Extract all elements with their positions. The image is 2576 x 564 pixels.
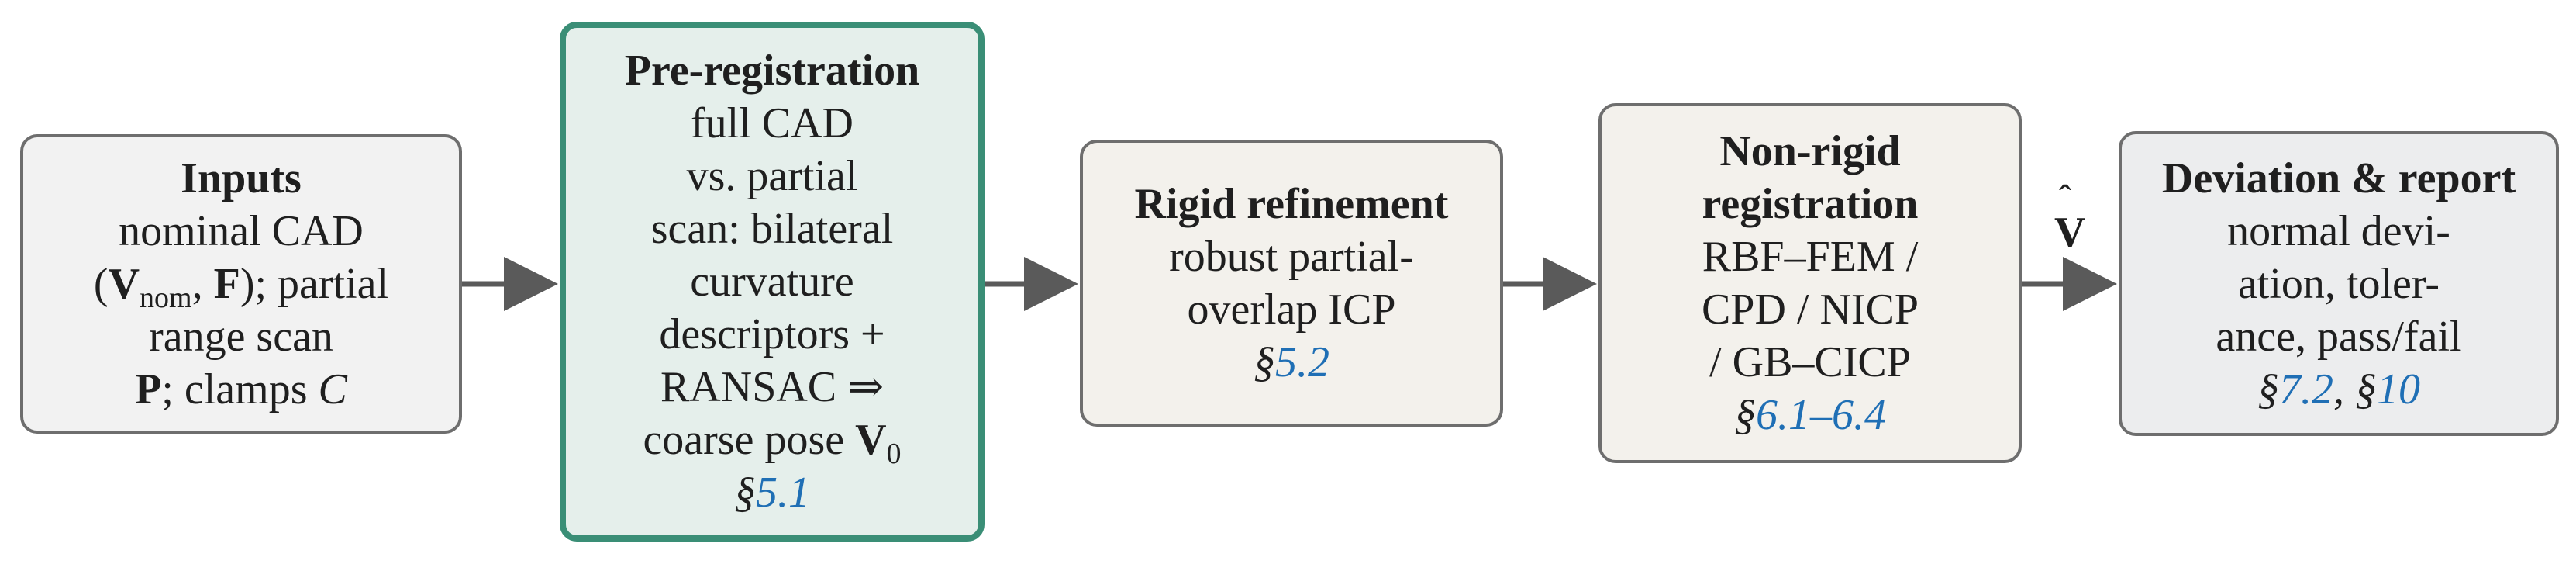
prereg-line: scan: bilateral xyxy=(650,205,894,253)
hat-accent: ˆ xyxy=(2059,178,2071,219)
deviation-title: Deviation & report xyxy=(2161,154,2516,202)
prereg-line: vs. partial xyxy=(686,152,858,200)
section-sign: § xyxy=(1734,391,1756,439)
section-sign: § xyxy=(2257,365,2279,413)
p-symbol: P xyxy=(135,365,162,413)
v-hat-symbol: V xyxy=(2054,209,2086,257)
inputs-box: Inputs nominal CAD (Vnom, F); partial ra… xyxy=(20,134,462,434)
clamp-set-symbol: C xyxy=(318,365,347,413)
nonrigid-line: / GB–CICP xyxy=(1709,338,1911,386)
section-sign: § xyxy=(734,469,756,517)
preregistration-title: Pre-registration xyxy=(624,47,920,95)
section-link[interactable]: 10 xyxy=(2377,365,2420,413)
nom-subscript: nom xyxy=(140,282,192,315)
inputs-line-1: nominal CAD xyxy=(119,207,364,255)
prereg-last-line: coarse pose V0 xyxy=(643,413,901,469)
section-link[interactable]: 6.4 xyxy=(1832,391,1886,439)
nonrigid-section-ref[interactable]: §6.1–6.4 xyxy=(1734,389,1886,441)
prereg-line: RANSAC ⇒ xyxy=(660,363,885,411)
ref-separator: , § xyxy=(2333,365,2377,413)
inputs-line-2-end: ); partial xyxy=(240,260,389,308)
prereg-line: curvature xyxy=(690,258,854,306)
deviation-line: ation, toler- xyxy=(2237,259,2440,308)
deviation-line: ance, pass/fail xyxy=(2216,312,2462,361)
clamps-text: ; clamps xyxy=(161,365,319,413)
rigid-line: robust partial- xyxy=(1169,233,1414,281)
inputs-line-2: (Vnom, F); partial xyxy=(93,260,389,315)
rigid-title: Rigid refinement xyxy=(1134,180,1449,228)
inputs-title: Inputs xyxy=(181,154,302,202)
inputs-line-3: range scan xyxy=(149,313,333,361)
nonrigid-registration-box: Non-rigid registration RBF–FEM / CPD / N… xyxy=(1598,103,2022,463)
v0-subscript: 0 xyxy=(886,438,902,471)
v-nom-symbol: V xyxy=(108,260,140,308)
nonrigid-line: CPD / NICP xyxy=(1701,285,1919,334)
deviation-line: normal devi- xyxy=(2227,206,2450,255)
preregistration-box: Pre-registration full CAD vs. partial sc… xyxy=(560,22,985,542)
section-link[interactable]: 6.1 xyxy=(1756,391,1810,439)
section-sign: § xyxy=(1254,338,1275,386)
f-symbol: F xyxy=(213,260,240,308)
section-link[interactable]: 7.2 xyxy=(2279,365,2333,413)
rigid-line: overlap ICP xyxy=(1187,285,1396,334)
rigid-section-ref[interactable]: §5.2 xyxy=(1254,336,1329,389)
range-dash: – xyxy=(1810,391,1832,439)
nonrigid-title-1: Non-rigid xyxy=(1719,127,1901,175)
inputs-line-4: P; clamps C xyxy=(135,363,347,416)
deviation-report-box: Deviation & report normal devi- ation, t… xyxy=(2119,131,2559,436)
coarse-pose-text: coarse pose xyxy=(643,416,856,464)
prereg-section-ref[interactable]: §5.1 xyxy=(734,466,810,519)
prereg-line: descriptors + xyxy=(659,310,885,358)
rigid-refinement-box: Rigid refinement robust partial- overlap… xyxy=(1080,140,1503,427)
section-link[interactable]: 5.2 xyxy=(1275,338,1329,386)
nonrigid-title-2: registration xyxy=(1702,180,1919,228)
v0-symbol: V xyxy=(855,416,887,464)
prereg-line: full CAD xyxy=(691,99,853,147)
v-hat-label: ˆ V xyxy=(2054,178,2086,258)
nonrigid-line: RBF–FEM / xyxy=(1702,233,1919,281)
deviation-section-ref[interactable]: §7.2, §10 xyxy=(2257,363,2420,416)
section-link[interactable]: 5.1 xyxy=(756,469,810,517)
